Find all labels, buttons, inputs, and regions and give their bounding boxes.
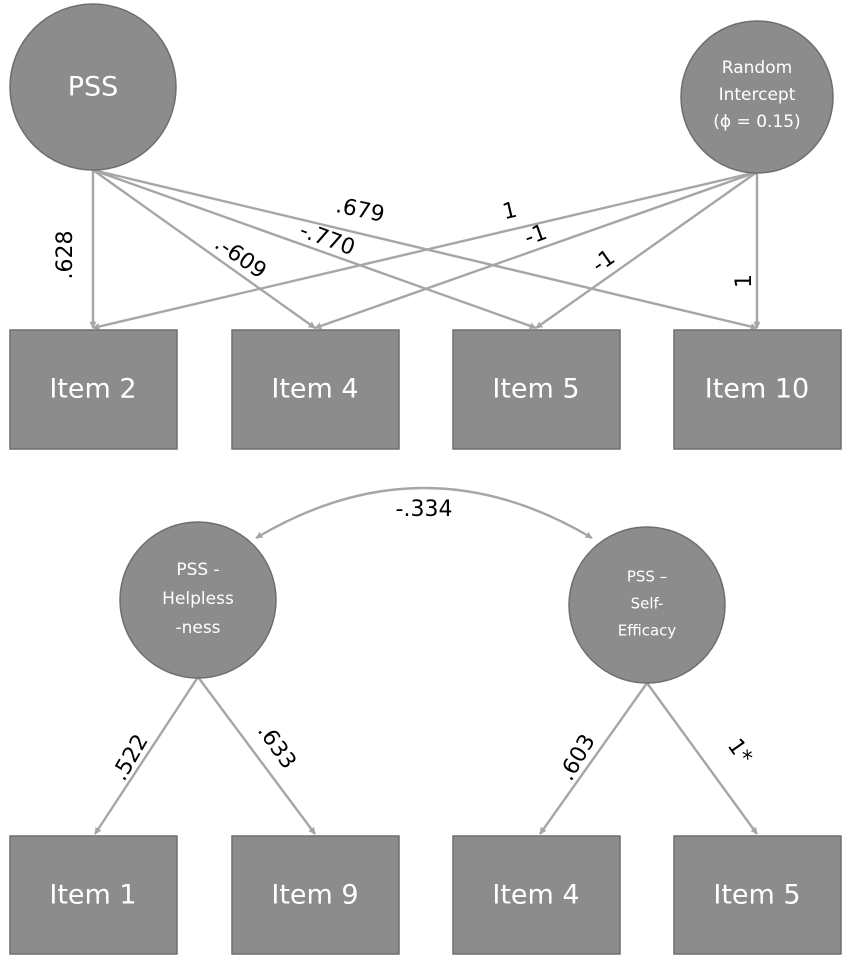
selfefficacy-label-line2: Self- bbox=[631, 595, 664, 613]
helplessness-node: PSS - Helpless -ness bbox=[119, 521, 277, 679]
edge-pss-item4 bbox=[92, 169, 316, 329]
selfefficacy-label-line1: PSS – bbox=[627, 568, 667, 586]
factor-loading-edges bbox=[93, 676, 758, 835]
correlation-label: -.334 bbox=[396, 497, 453, 522]
edge-selfefficacy-item5 bbox=[646, 682, 758, 835]
helplessness-label-line2: Helpless bbox=[162, 589, 234, 609]
item-boxes-top: Item 2 Item 4 Item 5 Item 10 bbox=[9, 329, 842, 450]
item-label: Item 4 bbox=[492, 880, 579, 911]
loading-label: 1 bbox=[500, 198, 519, 226]
edge-ri-item5 bbox=[535, 171, 758, 329]
edge-pss-item5 bbox=[92, 168, 537, 330]
ri-label-line3: (ϕ = 0.15) bbox=[713, 112, 800, 132]
edge-helplessness-item1 bbox=[93, 676, 200, 835]
loading-label: 1* bbox=[722, 734, 757, 769]
loading-label: 1 bbox=[732, 274, 757, 288]
item-box bbox=[231, 835, 400, 955]
ri-label-line1: Random bbox=[722, 58, 792, 78]
edge-selfefficacy-item4 bbox=[539, 682, 648, 835]
item-label: Item 1 bbox=[49, 880, 136, 911]
self-efficacy-node: PSS – Self- Efficacy bbox=[568, 526, 726, 684]
ri-loading-labels: 1 -1 -1 1 bbox=[500, 198, 757, 288]
item-label: Item 5 bbox=[492, 374, 579, 405]
loading-label: .628 bbox=[53, 231, 78, 280]
item-label: Item 2 bbox=[49, 374, 136, 405]
item-box bbox=[452, 329, 621, 450]
item-label: Item 10 bbox=[705, 374, 809, 405]
pss-label: PSS bbox=[68, 72, 119, 103]
pss-node: PSS bbox=[9, 3, 177, 171]
item-box bbox=[452, 835, 621, 955]
helplessness-label-line3: -ness bbox=[175, 618, 220, 638]
helplessness-label-line1: PSS - bbox=[176, 560, 219, 580]
loading-label: .522 bbox=[107, 730, 153, 785]
factor-loading-labels: .522 .633 .603 1* bbox=[107, 719, 756, 785]
item-boxes-bottom: Item 1 Item 9 Item 4 Item 5 bbox=[9, 835, 842, 955]
item-box bbox=[673, 835, 842, 955]
loading-label: .633 bbox=[252, 719, 301, 773]
ri-loading-edges bbox=[92, 170, 761, 330]
item-box bbox=[9, 835, 178, 955]
correlation-arc bbox=[255, 486, 593, 540]
edge-helplessness-item9 bbox=[197, 676, 316, 835]
item-label: Item 5 bbox=[713, 880, 800, 911]
ri-label-line2: Intercept bbox=[719, 85, 796, 105]
item-box bbox=[9, 329, 178, 450]
edge-ri-item2 bbox=[92, 170, 758, 330]
item-label: Item 4 bbox=[271, 374, 358, 405]
item-label: Item 9 bbox=[271, 880, 358, 911]
loading-label: .679 bbox=[334, 193, 387, 228]
selfefficacy-label-line3: Efficacy bbox=[618, 622, 677, 640]
item-box bbox=[231, 329, 400, 450]
item-box bbox=[673, 329, 842, 450]
random-intercept-node: Random Intercept (ϕ = 0.15) bbox=[680, 20, 834, 174]
edge-ri-item4 bbox=[314, 170, 758, 330]
